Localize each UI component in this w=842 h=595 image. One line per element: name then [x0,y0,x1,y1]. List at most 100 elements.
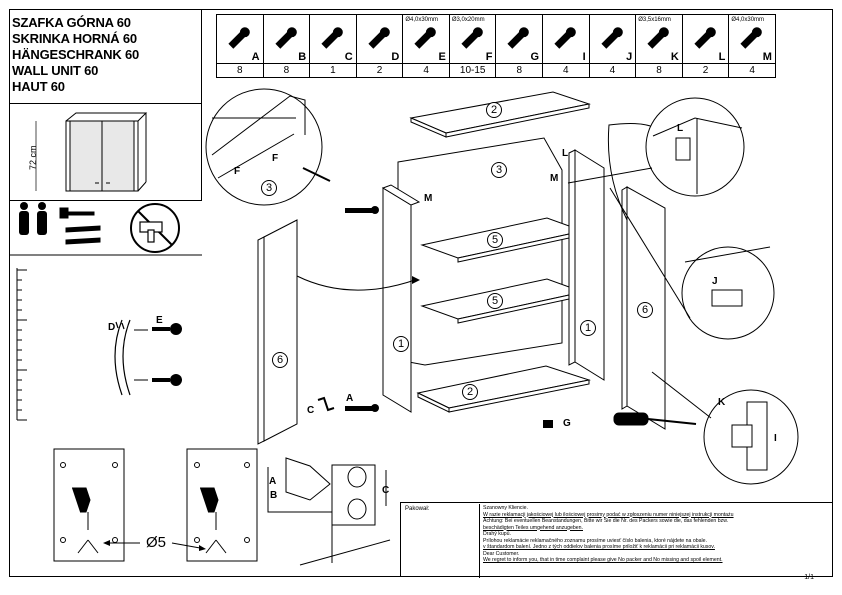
note-line: Achtung: Bei eventuellen Beanstandungen,… [483,518,729,524]
callout-k: K [718,397,726,408]
part-quantity: 4 [543,63,589,77]
callout-g: G [563,418,571,429]
product-preview [9,104,202,201]
part-letter: G [530,51,540,63]
drill-diameter-label: Ø5 [146,534,167,551]
title-slovak: SKRINKA HORNÁ 60 [12,31,137,46]
callout-b2: B [270,490,278,501]
part-quantity: 10-15 [449,63,496,77]
nail-icon [461,27,483,49]
part-letter: A [251,51,260,63]
detail-circle-bracket [645,97,745,197]
part-letter: E [438,51,446,63]
panel-number-shelf1: 5 [487,232,503,248]
part-spec: Ø3,5x16mm [638,17,671,23]
note-line: v štandardom balení. Jedno z tých oddiel… [483,544,715,550]
part-letter: B [298,51,307,63]
part-quantity: 8 [636,63,682,77]
notes-block: Pakował: Szanowny Kliencie. W razie rekl… [400,502,833,578]
screw-icon [414,27,437,49]
page-frame [9,9,833,577]
callout-l2: L [677,123,684,134]
callout-l: L [562,148,569,159]
panel-number-door-left: 6 [272,352,288,368]
right-side-panel [574,149,605,381]
cabinet-preview-icon [65,112,148,192]
callout-m: M [550,173,559,184]
callout-a: A [346,393,354,404]
callout-c2: C [382,485,390,496]
tools-icon [59,207,101,245]
page-number: 1/1 [804,574,814,581]
dowel-screw-bottom [345,404,379,412]
part-letter: I [582,51,586,63]
note-line: Drahý kupú. [483,531,511,537]
left-side-panel [382,187,412,413]
callout-j: J [712,276,718,287]
hinge-plate-icon [601,27,623,49]
left-door [263,219,298,442]
panel-number-side-left: 1 [393,336,409,352]
note-line: Dear Customer. [483,550,520,557]
callout-f1: F [234,166,241,177]
panel-number-back: 3 [491,162,507,178]
packer-label: Pakował: [405,506,430,512]
cam-lock-icon [554,27,576,49]
hinge-installation-drawing [267,457,391,566]
two-persons-icon [19,202,47,235]
panel-number-bottom: 2 [462,384,478,400]
hex-key-drawing [317,396,335,412]
note-line: beschädigten Teiles umgehend anzugeben. [483,524,583,531]
part-letter: M [762,51,772,63]
note-line: Prílohou reklamácie reklamačného zoznamu… [483,537,707,544]
callout-c: C [307,405,315,416]
panel-number-door-right: 6 [637,302,653,318]
title-block: SZAFKA GÓRNA 60 SKRINKA HORNÁ 60 HÄNGESC… [9,9,202,104]
part-letter: K [670,51,679,63]
wooden-dowel-icon [274,27,297,49]
title-french: HAUT 60 [12,79,65,94]
screwdriver-icon [613,412,697,426]
part-letter: F [485,51,493,63]
handle-drawing [114,319,131,396]
part-quantity: 8 [496,63,543,77]
part-quantity: 4 [589,63,636,77]
title-english: WALL UNIT 60 [12,63,99,78]
part-letter: C [344,51,353,63]
part-letter: L [718,51,726,63]
callout-e: E [156,315,163,326]
hex-key-icon [321,27,343,49]
shelf-support-icon [507,27,530,49]
part-quantity: 2 [356,63,403,77]
part-letter: D [391,51,400,63]
note-line: We regret to inform you, that in time co… [483,557,723,563]
screw-icon [740,27,763,49]
note-line: W razie reklamacji jakościowej lub ilośc… [483,511,734,518]
note-line: Szanowny Kliencie. [483,505,528,511]
part-quantity: 8 [217,63,263,77]
handle-icon [368,27,390,49]
dowel-screw-top [345,206,379,214]
shelf-support-drawing [543,420,553,428]
callout-d: D [108,322,116,333]
callout-a2: A [269,476,277,487]
part-spec: Ø4,0x30mm [405,17,438,23]
callout-m2: M [424,193,433,204]
hanging-bracket-icon [694,27,716,49]
drill-template-right [186,448,258,562]
handle-screw-icon [152,323,182,386]
callout-f2: F [272,153,279,164]
